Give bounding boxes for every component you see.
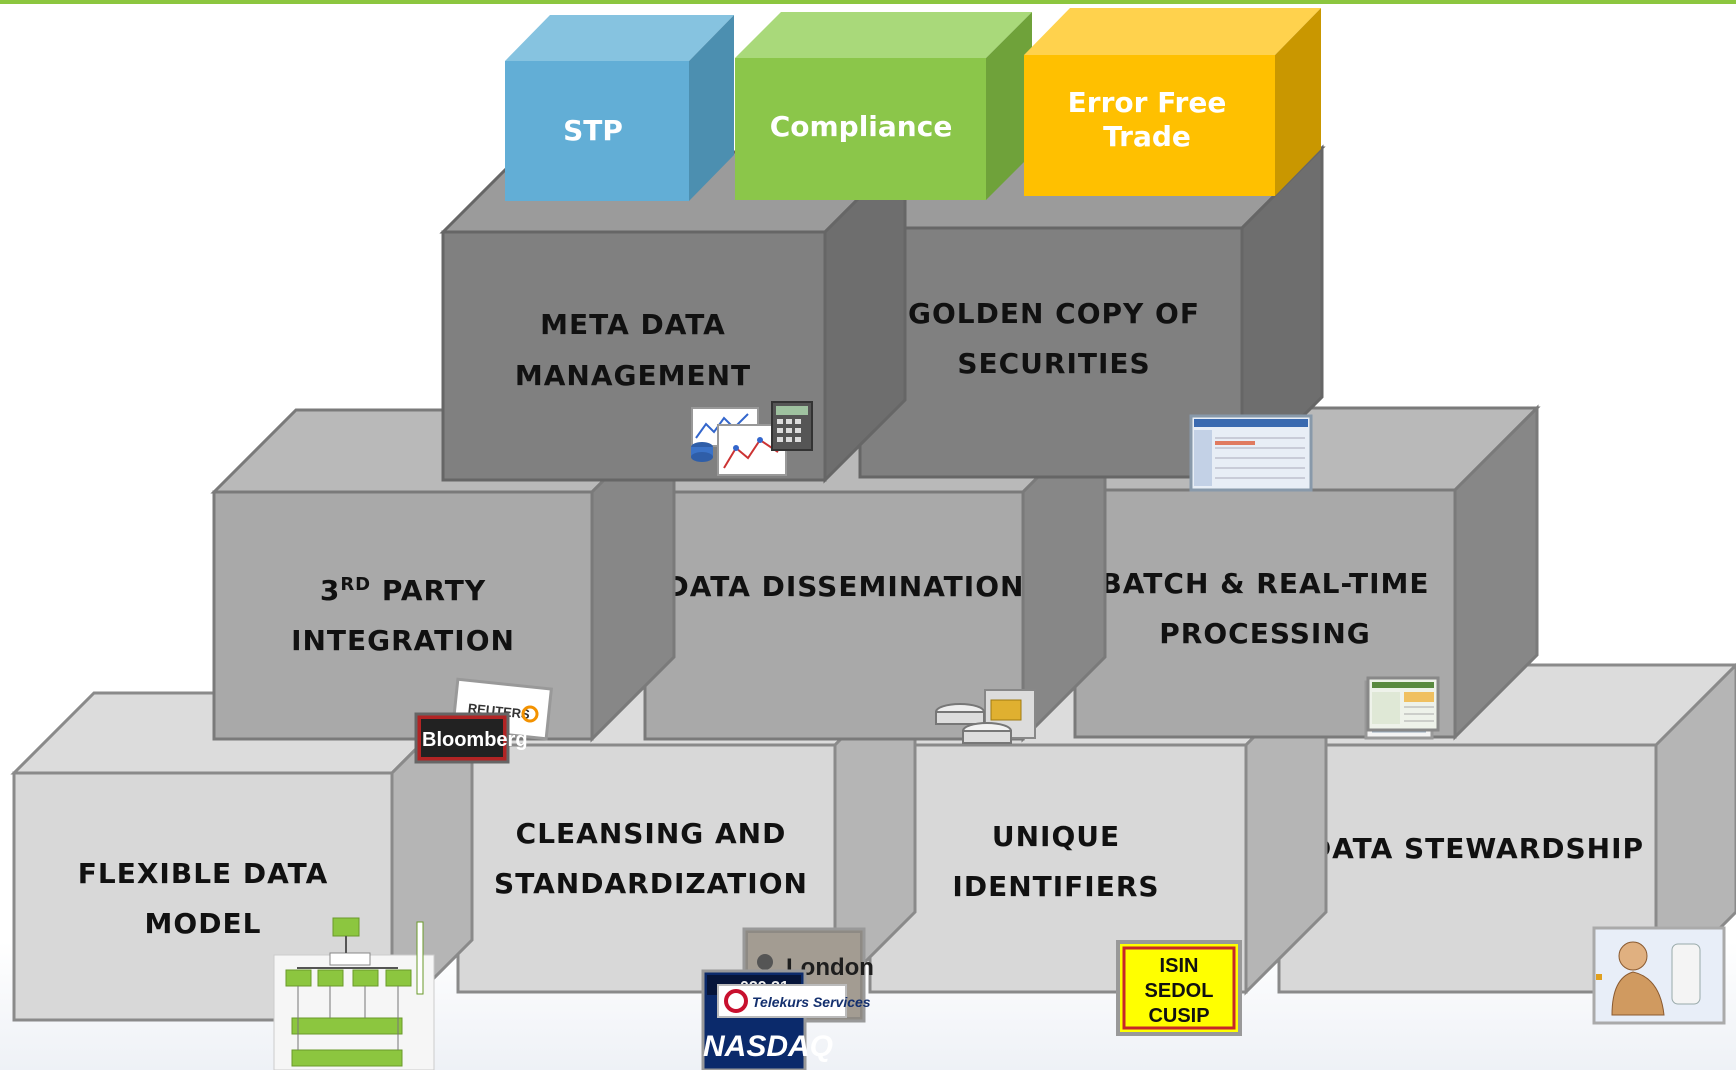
badge-cusip: CUSIP bbox=[1148, 1005, 1209, 1027]
block-stp: STP bbox=[505, 15, 734, 201]
label-batch-line1: BATCH & REAL-TIME bbox=[1100, 567, 1429, 600]
top-accent-line bbox=[0, 0, 1736, 4]
label-batch-line2: PROCESSING bbox=[1159, 617, 1370, 650]
label-cleansing-line1: CLEANSING AND bbox=[516, 817, 787, 850]
label-flexible-line2: MODEL bbox=[145, 907, 262, 940]
batch-screens-icon bbox=[1364, 676, 1440, 740]
golden-copy-screen-icon bbox=[1189, 414, 1313, 492]
svg-text:Bloomberg: Bloomberg bbox=[422, 729, 528, 751]
svg-text:Telekurs Services: Telekurs Services bbox=[752, 994, 871, 1010]
block-error-free-trade: Error Free Trade bbox=[1024, 8, 1321, 196]
person-computer-icon bbox=[1592, 926, 1726, 1025]
label-third-party-line1: 3RD PARTY bbox=[320, 574, 486, 607]
label-meta-data-line2: MANAGEMENT bbox=[515, 359, 751, 392]
label-meta-data-line1: META DATA bbox=[540, 308, 726, 341]
block-golden-copy: GOLDEN COPY OF SECURITIES bbox=[856, 144, 1326, 481]
block-compliance: Compliance bbox=[735, 12, 1032, 200]
disk-storage-icon bbox=[935, 689, 1036, 744]
label-stp: STP bbox=[563, 114, 623, 147]
label-golden-copy-line2: SECURITIES bbox=[957, 347, 1150, 380]
label-unique-identifiers-line1: UNIQUE bbox=[992, 820, 1120, 853]
label-compliance: Compliance bbox=[770, 110, 953, 143]
label-flexible-line1: FLEXIBLE DATA bbox=[78, 857, 329, 890]
charts-calculator-icon bbox=[691, 401, 813, 476]
superscript-rd: RD bbox=[340, 574, 371, 595]
label-third-party-line2: INTEGRATION bbox=[291, 624, 515, 657]
label-data-stewardship: DATA STEWARDSHIP bbox=[1308, 832, 1644, 865]
label-unique-identifiers-line2: IDENTIFIERS bbox=[952, 870, 1159, 903]
label-error-free-line1: Error Free bbox=[1068, 86, 1227, 119]
badge-sedol: SEDOL bbox=[1145, 980, 1214, 1002]
svg-text:NASDAQ: NASDAQ bbox=[703, 1030, 833, 1063]
label-error-free-line2: Trade bbox=[1103, 120, 1191, 153]
label-cleansing-line2: STANDARDIZATION bbox=[494, 867, 808, 900]
identifier-badge: ISIN SEDOL CUSIP bbox=[1116, 940, 1242, 1036]
bloomberg-logo: Bloomberg bbox=[414, 712, 528, 764]
org-chart-icon bbox=[273, 917, 435, 1070]
block-third-party-integration: 3RD PARTY INTEGRATION bbox=[210, 406, 678, 743]
block-meta-data-management: META DATA MANAGEMENT bbox=[439, 148, 909, 484]
badge-isin: ISIN bbox=[1160, 955, 1199, 977]
label-golden-copy-line1: GOLDEN COPY OF bbox=[908, 297, 1200, 330]
label-data-dissemination: DATA DISSEMINATION bbox=[666, 570, 1025, 603]
telekurs-logo: Telekurs Services bbox=[717, 984, 871, 1018]
